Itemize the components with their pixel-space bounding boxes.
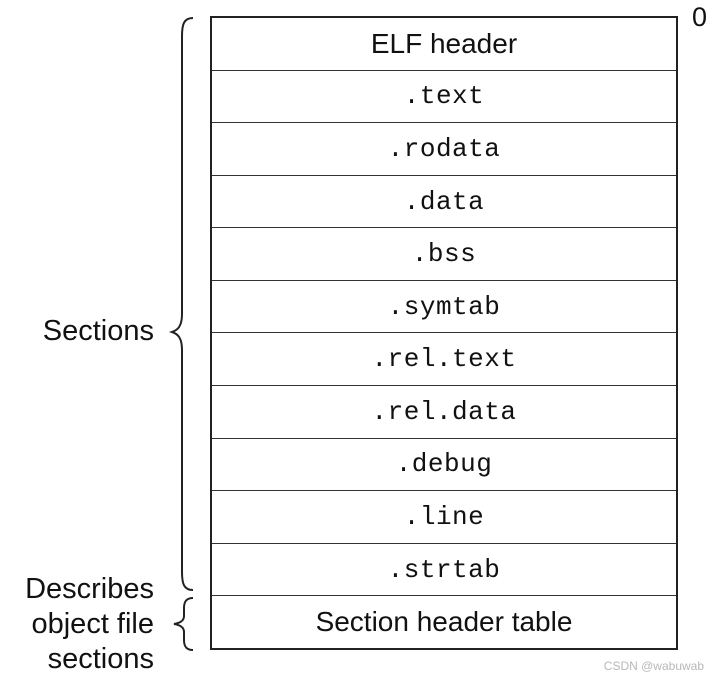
- describes-brace-label: Describes object file sections: [0, 572, 154, 677]
- sections-brace: [168, 17, 194, 591]
- section-row-bss: .bss: [212, 227, 676, 280]
- section-row-strtab: .strtab: [212, 542, 676, 596]
- section-row-rodata: .rodata: [212, 122, 676, 175]
- elf-header-row: ELF header: [370, 27, 518, 59]
- section-row-debug: .debug: [212, 437, 676, 491]
- section-row-data: .data: [212, 174, 676, 228]
- offset-zero-label: 0: [692, 2, 708, 32]
- section-row-rel-data: .rel.data: [212, 385, 676, 438]
- describes-line-3: sections: [47, 643, 154, 675]
- section-row-rel-text: .rel.text: [212, 332, 676, 385]
- section-row-line: .line: [212, 490, 676, 543]
- elf-layout-table: ELF header .text .rodata .data .bss .sym…: [210, 16, 678, 650]
- describes-brace: [173, 597, 194, 651]
- sections-brace-label: Sections: [42, 315, 154, 347]
- watermark-text: CSDN @wabuwab: [603, 659, 704, 673]
- section-row-symtab: .symtab: [212, 279, 676, 333]
- describes-line-1: Describes: [25, 573, 154, 605]
- section-row-text: .text: [212, 69, 676, 123]
- section-header-table-row: Section header table: [212, 595, 676, 648]
- describes-line-2: object file: [31, 608, 154, 640]
